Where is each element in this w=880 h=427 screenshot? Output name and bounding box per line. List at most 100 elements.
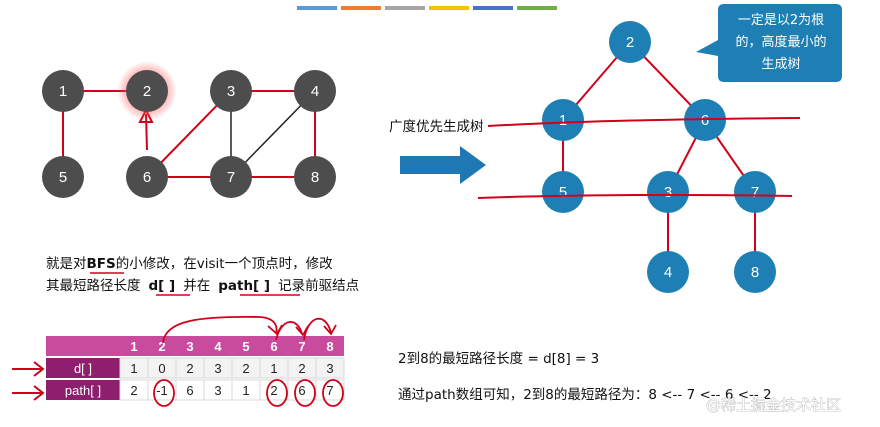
node-label: 3 <box>227 83 235 100</box>
node-label: 8 <box>311 169 319 186</box>
result-distance: 2到8的最短路径长度 = d[8] = 3 <box>398 351 599 367</box>
table-row-label-bg <box>46 380 120 400</box>
tree-node: 1 <box>542 99 584 141</box>
graph-node: 8 <box>294 156 336 198</box>
left-graph: 1 2 3 4 5 6 7 8 <box>42 61 336 198</box>
graph-node: 7 <box>210 156 252 198</box>
table-cell: 1 <box>270 361 277 376</box>
bfs-tree: 2 1 6 5 3 7 4 8 <box>477 21 801 293</box>
table-header-cell: 5 <box>242 339 249 354</box>
desc-bfs: BFS <box>87 256 116 272</box>
graph-node: 5 <box>42 156 84 198</box>
level-line-2 <box>477 193 793 199</box>
table-header-cell: 2 <box>158 339 165 354</box>
table-annotations <box>153 315 344 407</box>
tree-node: 2 <box>609 21 651 63</box>
result-path: 通过path数组可知，2到8的最短路径为：8 <-- 7 <-- 6 <-- 2 <box>398 386 772 403</box>
table-cell-bg <box>315 357 345 379</box>
tree-node: 3 <box>647 171 689 213</box>
node-label: 7 <box>751 184 759 201</box>
table-cell: 2 <box>270 383 277 398</box>
arrow-right-icon <box>12 385 45 401</box>
node-label: 5 <box>59 169 67 186</box>
top-bar-segment <box>473 6 513 10</box>
table-cell: 3 <box>326 361 333 376</box>
tree-node: 7 <box>734 171 776 213</box>
transform-arrow: 广度优先生成树 <box>389 119 486 184</box>
node-label: 7 <box>227 169 235 186</box>
node-label: 2 <box>626 34 634 51</box>
table-header-cell: 6 <box>270 339 277 354</box>
table-header-cell: 1 <box>130 339 137 354</box>
table-cell: 2 <box>298 361 305 376</box>
table-cell: 3 <box>214 361 221 376</box>
graph-node: 1 <box>42 70 84 112</box>
table-header-row <box>46 336 344 356</box>
node-label: 8 <box>751 264 759 281</box>
description-line-1: 就是对BFS的小修改，在visit一个顶点时，修改 <box>46 256 333 272</box>
level-line-1 <box>487 117 801 127</box>
circle-path-6 <box>266 379 288 407</box>
callout-line-1: 一定是以2为根 <box>738 13 824 28</box>
circle-path-7 <box>294 379 316 407</box>
top-bar-segment <box>429 6 469 10</box>
table-cell: 7 <box>326 383 333 398</box>
arrow-right-icon <box>12 361 45 377</box>
top-bar-segment <box>385 6 425 10</box>
table-row-label: path[ ] <box>65 383 101 398</box>
node-label: 4 <box>311 83 319 100</box>
desc-1-prefix: 就是对 <box>46 256 87 272</box>
node-label: 4 <box>664 264 672 281</box>
node-label: 2 <box>143 83 151 100</box>
node-label: 6 <box>143 169 151 186</box>
table-cell: 0 <box>158 361 165 376</box>
table-cell: 2 <box>130 383 137 398</box>
table-cell: 2 <box>186 361 193 376</box>
row-pointers <box>12 361 45 401</box>
tree-node: 5 <box>542 171 584 213</box>
top-bar-segment <box>341 6 381 10</box>
table-header-cell: 4 <box>214 339 222 354</box>
loop-7-to-8 <box>303 317 337 341</box>
table-cell: 1 <box>130 361 137 376</box>
table-header-cell: 3 <box>186 339 193 354</box>
table-row-label-bg <box>46 358 120 378</box>
table-row-label: d[ ] <box>74 361 92 376</box>
table-cell: -1 <box>156 383 168 398</box>
circle-path-2 <box>153 379 175 407</box>
watermark: @稀土掘金技术社区 <box>706 396 841 414</box>
table-header-cell: 7 <box>298 339 305 354</box>
arrow-label: 广度优先生成树 <box>389 119 484 135</box>
top-bar-segment <box>297 6 337 10</box>
desc-1-suffix: 的小修改，在visit一个顶点时，修改 <box>116 256 333 272</box>
node-label: 6 <box>701 112 709 129</box>
graph-node: 3 <box>210 70 252 112</box>
node-label: 1 <box>59 83 67 100</box>
top-color-bar <box>297 6 557 10</box>
table-cell: 3 <box>214 383 221 398</box>
graph-node: 6 <box>126 156 168 198</box>
table-cell: 2 <box>242 361 249 376</box>
node-label: 1 <box>559 112 567 129</box>
table-cell: 6 <box>298 383 305 398</box>
graph-node: 4 <box>294 70 336 112</box>
callout-line-3: 生成树 <box>761 57 800 72</box>
node-label: 3 <box>664 184 672 201</box>
graph-node: 2 <box>126 70 168 112</box>
desc-2-suffix: 记录前驱结点 <box>278 277 359 294</box>
desc-2-prefix: 其最短路径长度 <box>46 278 141 294</box>
desc-path-array: path[ ] <box>218 278 270 294</box>
callout-box: 一定是以2为根 的，高度最小的 生成树 <box>696 4 842 82</box>
right-arrow-icon <box>400 146 486 184</box>
table-cell: 1 <box>242 383 249 398</box>
top-bar-segment <box>517 6 557 10</box>
circle-path-8 <box>322 379 344 407</box>
desc-2-mid: 并在 <box>183 278 210 294</box>
tree-node: 4 <box>647 251 689 293</box>
table-cell: 6 <box>186 383 193 398</box>
